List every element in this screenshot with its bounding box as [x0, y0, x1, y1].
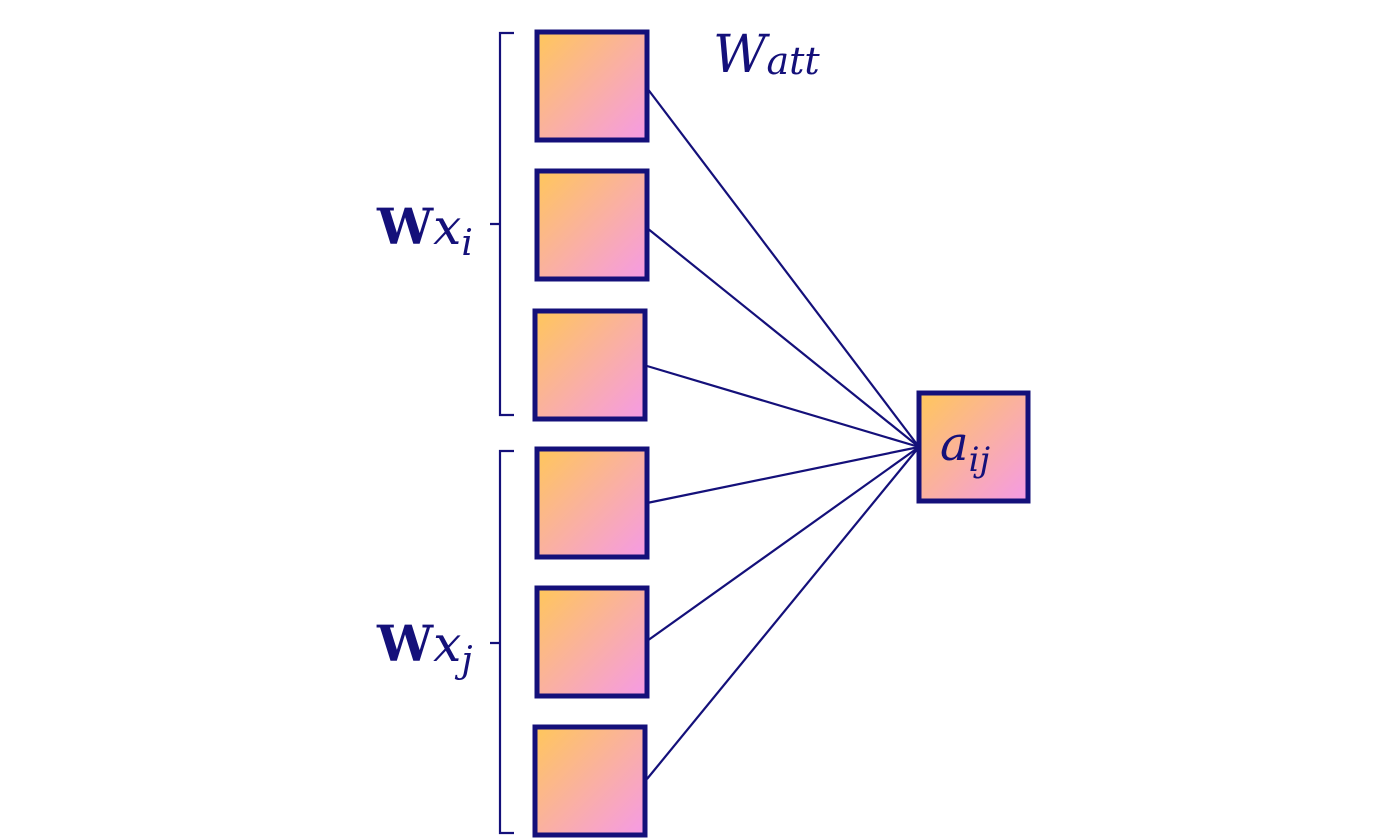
connection-lines [646, 87, 920, 780]
connection-line [646, 227, 920, 448]
weight-label-subscript: att [766, 39, 820, 83]
wxj-label: Wxj [376, 614, 473, 681]
connection-line [646, 87, 920, 448]
connection-line [646, 445, 920, 505]
wxj-label-var: x [433, 615, 461, 673]
wxj-boxes [532, 446, 650, 838]
wxi-bracket [490, 31, 514, 417]
wxi-element-box [532, 308, 648, 422]
wxi-element-box [534, 29, 650, 143]
output-box [916, 390, 1031, 504]
output-label: aij [940, 416, 990, 480]
weight-label: Watt [713, 25, 820, 85]
output-label-subscript: ij [969, 440, 991, 480]
connection-line [646, 446, 920, 780]
wxj-element-box [532, 724, 648, 838]
wxi-label-matrix: W [376, 197, 434, 256]
wxj-bracket [490, 449, 514, 835]
connection-line [646, 446, 920, 642]
wxi-label-var: x [433, 198, 461, 256]
wxi-label: Wxi [376, 197, 473, 264]
wxj-element-box [534, 585, 650, 699]
wxi-element-box [534, 168, 650, 282]
wxi-label-subscript: i [461, 223, 473, 264]
wxi-boxes [532, 29, 650, 422]
weight-label-main: W [713, 25, 770, 85]
output-label-var: a [940, 416, 969, 472]
wxj-label-matrix: W [376, 614, 434, 673]
connection-line [646, 364, 920, 449]
wxj-element-box [534, 446, 650, 560]
